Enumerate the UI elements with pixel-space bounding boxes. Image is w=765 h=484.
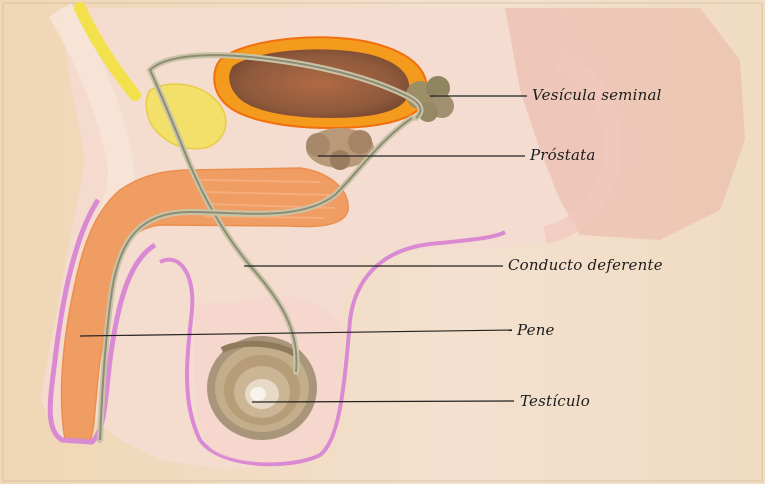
label-prostata: Próstata xyxy=(530,146,596,164)
testis xyxy=(207,336,317,440)
label-testiculo: Testículo xyxy=(520,392,590,410)
label-vesicula-seminal: Vesícula seminal xyxy=(532,86,662,104)
label-conducto-deferente: Conducto deferente xyxy=(508,256,663,274)
label-pene: Pene xyxy=(517,321,555,339)
